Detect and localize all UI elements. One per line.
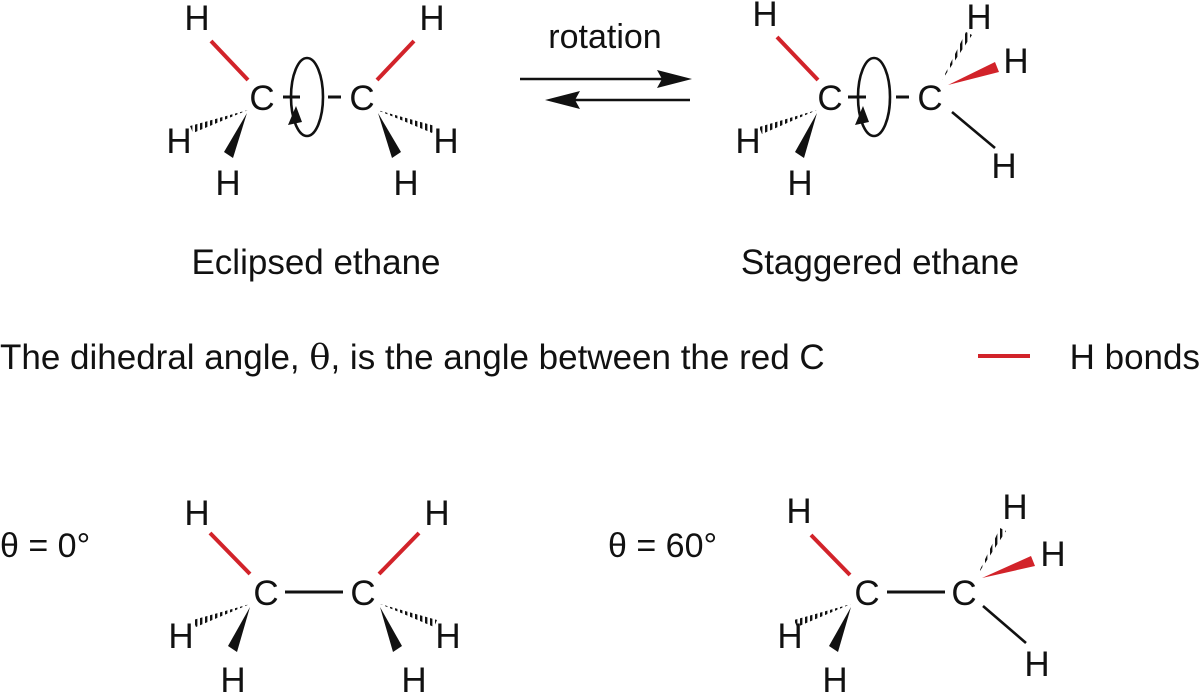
- wedge-bond-left: [829, 607, 851, 652]
- atom-c: C: [817, 79, 842, 118]
- atom-h: H: [393, 164, 418, 203]
- hashed-bond-right: [377, 110, 435, 133]
- red-c-h-bond-right: [377, 531, 421, 576]
- atom-c: C: [917, 79, 942, 118]
- wedge-bond-left: [795, 113, 817, 158]
- red-c-h-bond-left: [809, 533, 852, 577]
- atom-h: H: [424, 494, 449, 533]
- atom-h: H: [777, 617, 802, 656]
- eclipsed-ethane-structure: H H C C H H H H: [166, 0, 458, 203]
- atom-h: H: [184, 494, 209, 533]
- atom-h: H: [401, 661, 426, 697]
- angle-eclipsed-label: θ = 0°: [0, 527, 90, 565]
- eclipsed-caption: Eclipsed ethane: [191, 243, 440, 282]
- red-c-h-bond-left: [208, 531, 252, 576]
- rotation-arrowhead-icon: [855, 106, 869, 125]
- atom-h: H: [966, 0, 991, 37]
- statement-prefix: The dihedral angle,: [0, 338, 309, 377]
- red-c-h-bond-right: [375, 39, 416, 82]
- hashed-bond-right: [380, 604, 437, 627]
- c-h-bond-down-right: [982, 605, 1027, 644]
- atom-c: C: [253, 574, 278, 613]
- rotation-label: rotation: [548, 18, 661, 56]
- reverse-arrowhead-icon: [545, 91, 580, 109]
- statement-text-left: The dihedral angle, θ, is the angle betw…: [0, 338, 825, 378]
- atom-c: C: [350, 574, 375, 613]
- atom-h: H: [735, 122, 760, 161]
- atom-h: H: [1002, 488, 1027, 527]
- hashed-bond-left: [193, 604, 250, 627]
- staggered-ethane-structure: H H H C C H H H: [735, 0, 1028, 203]
- atom-c: C: [249, 79, 274, 118]
- atom-h: H: [787, 164, 812, 203]
- statement-suffix: H bonds: [1070, 338, 1200, 377]
- red-wedge-bond: [948, 62, 999, 85]
- wedge-bond-left: [224, 113, 247, 158]
- atom-h: H: [419, 0, 444, 38]
- atom-h: H: [184, 0, 209, 38]
- atom-h: H: [433, 122, 458, 161]
- atom-h: H: [215, 164, 240, 203]
- atom-h: H: [822, 661, 847, 697]
- atom-c: C: [854, 574, 879, 613]
- atom-h: H: [752, 0, 777, 34]
- atom-c: C: [349, 79, 374, 118]
- hashed-bond-up: [942, 32, 972, 80]
- hashed-bond-left: [190, 110, 248, 133]
- atom-h: H: [168, 617, 193, 656]
- rotation-ellipse: [856, 56, 892, 138]
- atom-h: H: [1040, 535, 1065, 574]
- staggered-caption: Staggered ethane: [741, 243, 1019, 282]
- angle-staggered-label: θ = 60°: [608, 527, 717, 565]
- equilibrium-arrows: rotation: [520, 18, 692, 109]
- wedge-bond-right: [380, 607, 402, 652]
- c-h-bond-down-right: [951, 111, 996, 149]
- atom-h: H: [435, 617, 460, 656]
- atom-h: H: [1003, 42, 1028, 81]
- hashed-bond-left: [759, 110, 817, 134]
- atom-h: H: [991, 147, 1016, 186]
- red-c-h-bond-left: [209, 39, 250, 82]
- rotation-ellipse: [289, 56, 325, 138]
- forward-arrowhead-icon: [657, 70, 692, 88]
- atom-h: H: [1024, 645, 1049, 684]
- rotation-arrowhead-icon: [288, 106, 302, 125]
- atom-h: H: [786, 492, 811, 531]
- hashed-bond-left: [794, 604, 851, 627]
- statement-middle: , is the angle between the red C: [330, 338, 824, 377]
- staggered-ethane-plain-structure: H H H C C H H H: [777, 488, 1065, 697]
- eclipsed-ethane-plain-structure: H H C C H H H H: [168, 494, 460, 697]
- hashed-bond-up: [978, 528, 1006, 574]
- wedge-bond-right: [378, 113, 401, 158]
- atom-h: H: [166, 122, 191, 161]
- atom-h: H: [220, 661, 245, 697]
- wedge-bond-left: [228, 607, 250, 652]
- statement-theta: θ: [309, 338, 330, 378]
- red-wedge-bond: [982, 556, 1035, 578]
- dihedral-statement: The dihedral angle, θ, is the angle betw…: [0, 338, 1200, 378]
- red-c-h-bond-left: [775, 35, 820, 82]
- atom-c: C: [951, 574, 976, 613]
